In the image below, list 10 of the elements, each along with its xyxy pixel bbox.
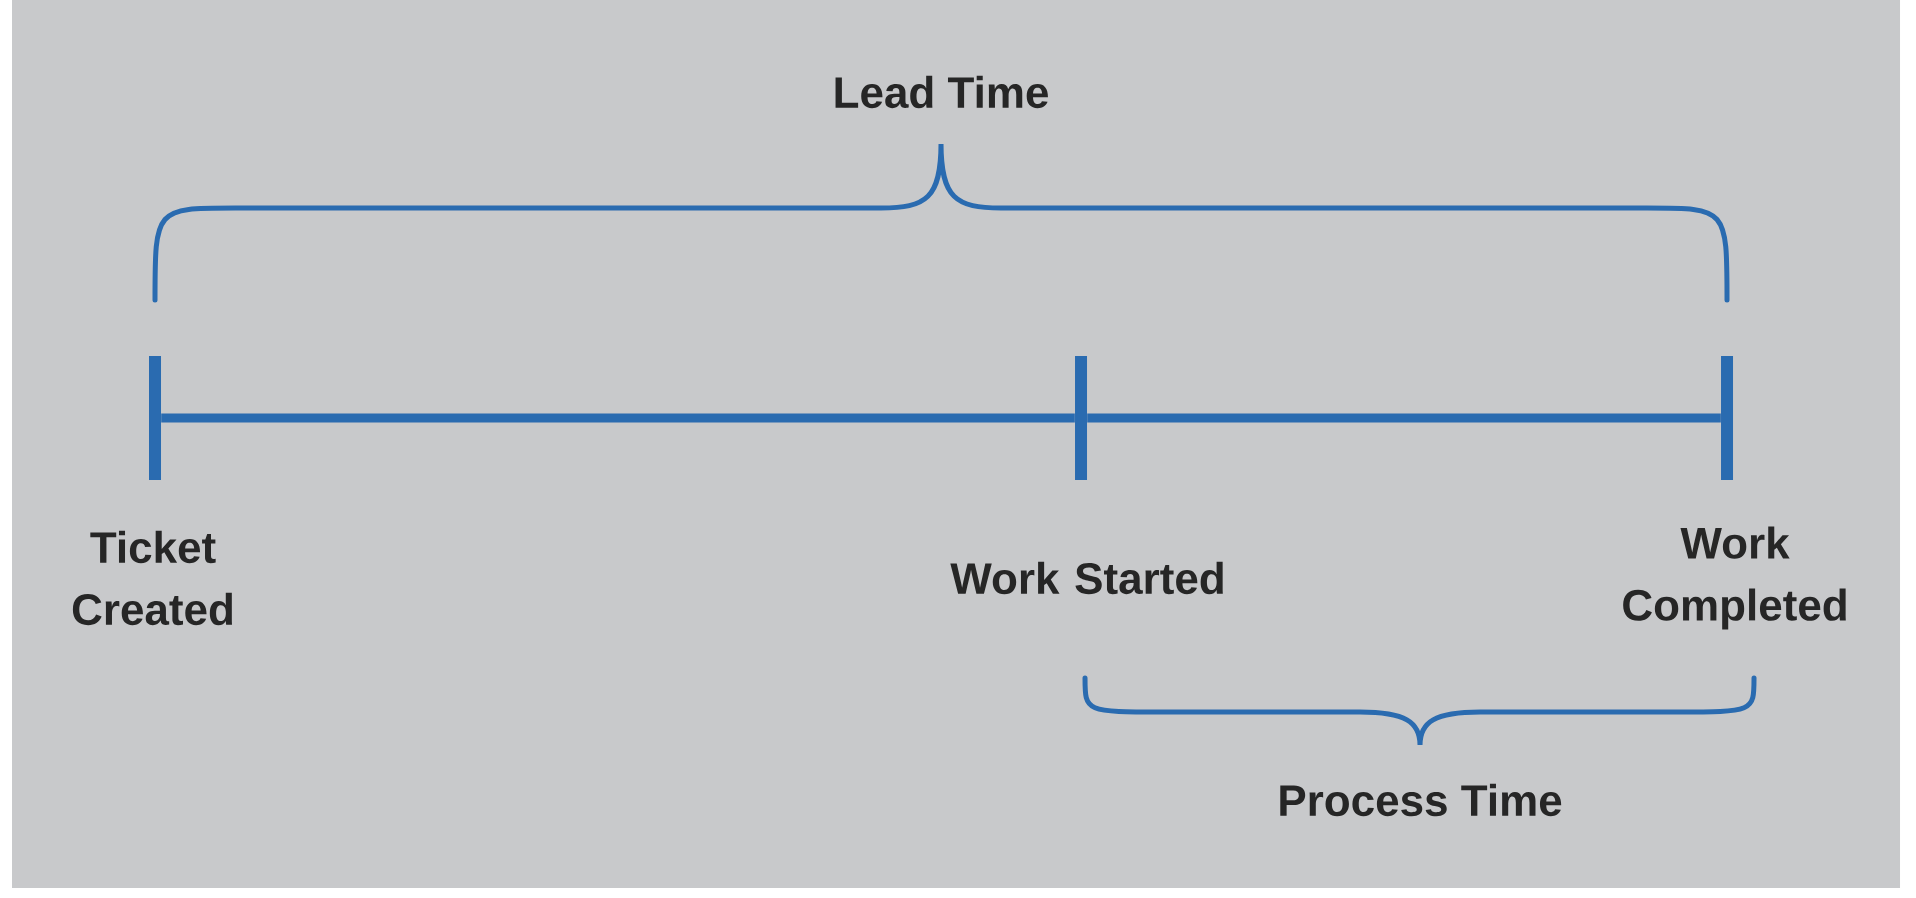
bracket-label: Lead Time	[835, 75, 1048, 109]
timeline-segment	[161, 413, 1075, 423]
bracket-label: Process Time	[1280, 783, 1562, 817]
timeline-segment	[1087, 413, 1721, 423]
timeline-tick: Work Completed	[1623, 356, 1846, 630]
node-label: Work Started	[950, 561, 1223, 595]
node-label: Ticket Created	[72, 530, 232, 626]
node-label: Work Completed	[1623, 526, 1846, 630]
timeline-tick: Ticket Created	[72, 356, 232, 626]
timeline-tick: Work Started	[950, 356, 1223, 595]
